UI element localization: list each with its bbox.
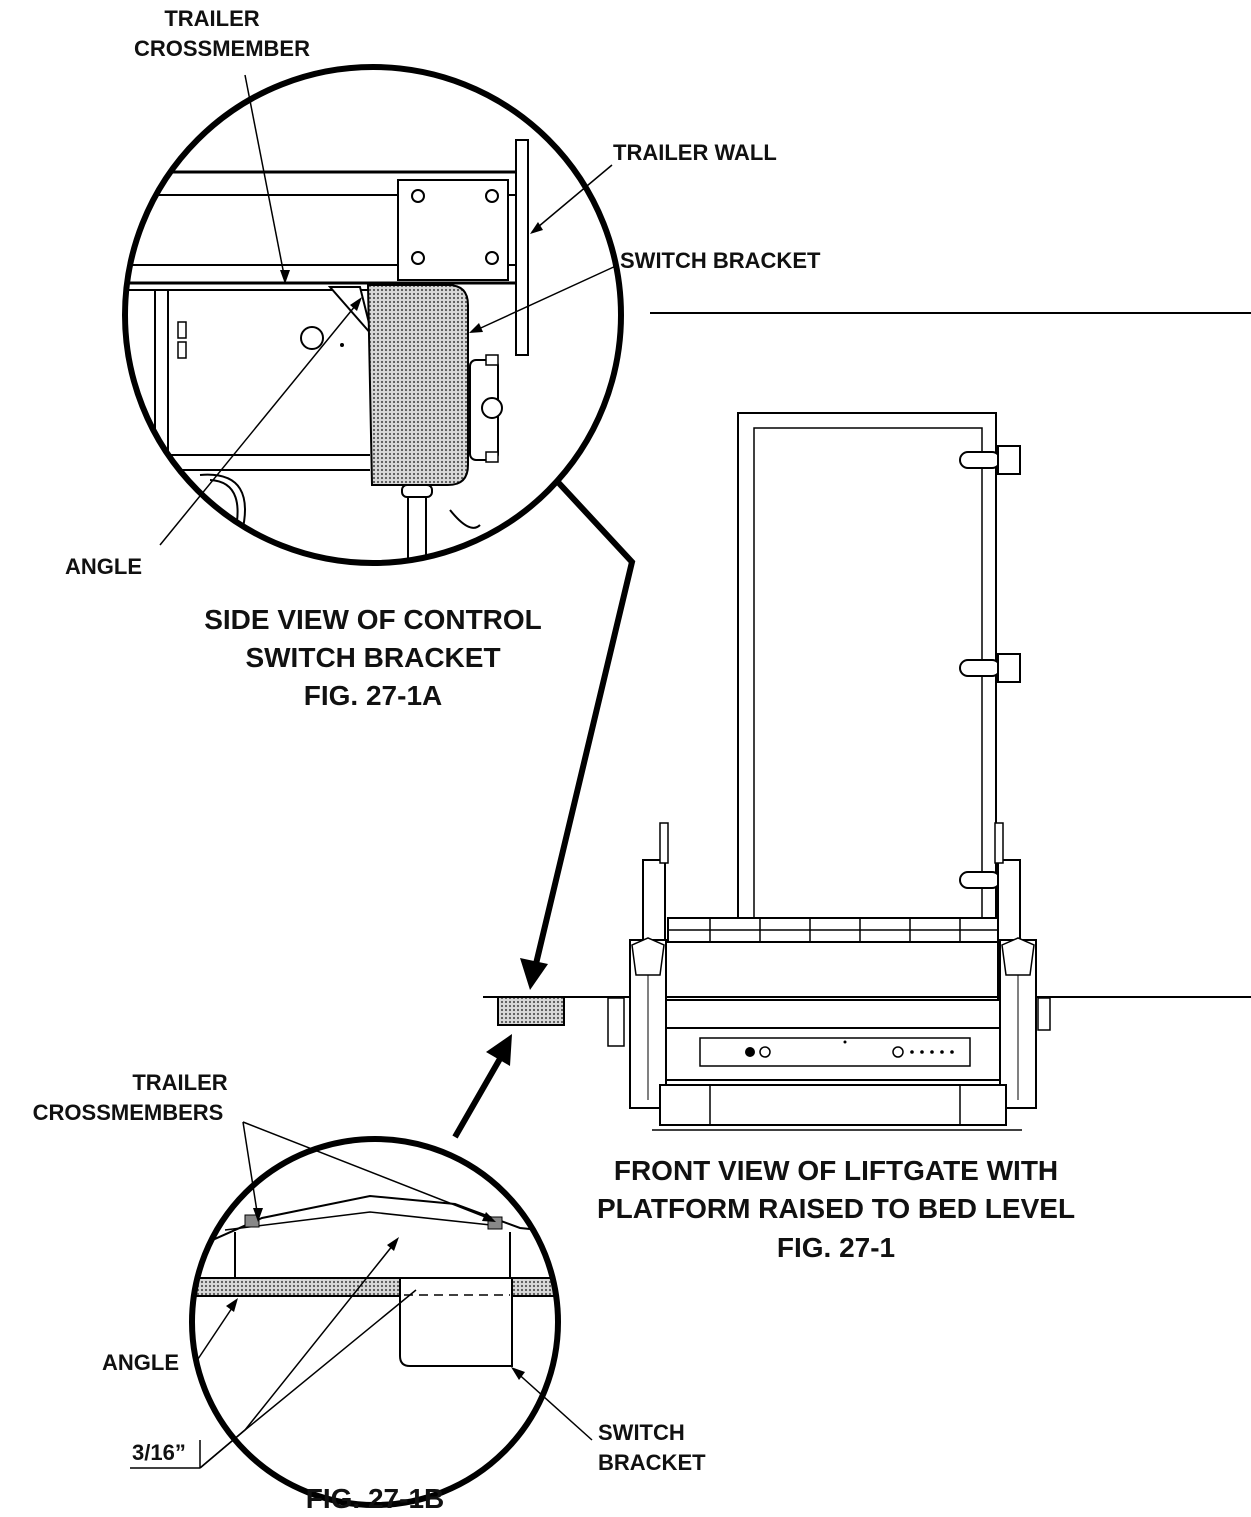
- label-trailer-crossmembers-2: CROSSMEMBERS: [33, 1100, 224, 1125]
- label-trailer-wall: TRAILER WALL: [613, 140, 777, 165]
- hinge-middle: [959, 653, 1021, 683]
- label-angle-b: ANGLE: [102, 1350, 179, 1375]
- label-switch-bracket-b-1: SWITCH: [598, 1420, 685, 1445]
- label-switch-bracket-a: SWITCH BRACKET: [620, 248, 821, 273]
- detail-a-circle: [122, 64, 624, 566]
- caption-fig-27-1b: FIG. 27-1B: [306, 1483, 444, 1514]
- caption-fig-27-1a-line1: SIDE VIEW OF CONTROL: [204, 604, 542, 635]
- front-view-liftgate: [483, 312, 1251, 1131]
- caption-fig-27-1a-line3: FIG. 27-1A: [304, 680, 442, 711]
- detail-a-arrow: [520, 477, 636, 990]
- label-trailer-crossmember-2: CROSSMEMBER: [134, 36, 310, 61]
- caption-fig-27-1-line2: PLATFORM RAISED TO BED LEVEL: [597, 1193, 1075, 1224]
- detail-a-leaders: [159, 74, 619, 546]
- detail-b-leaders: [130, 1121, 593, 1469]
- label-trailer-crossmember-1: TRAILER: [164, 6, 259, 31]
- label-switch-bracket-b-2: BRACKET: [598, 1450, 706, 1475]
- hinge-bottom: [959, 871, 1001, 889]
- detail-b-circle: [189, 1136, 561, 1508]
- label-angle-a: ANGLE: [65, 554, 142, 579]
- detail-b-arrow: [452, 1034, 512, 1139]
- caption-fig-27-1a-line2: SWITCH BRACKET: [245, 642, 500, 673]
- label-trailer-crossmembers-1: TRAILER: [132, 1070, 227, 1095]
- caption-fig-27-1-line1: FRONT VIEW OF LIFTGATE WITH: [614, 1155, 1058, 1186]
- caption-fig-27-1-line3: FIG. 27-1: [777, 1232, 895, 1263]
- label-dimension-3-16: 3/16”: [132, 1440, 186, 1465]
- hinge-top: [959, 445, 1021, 475]
